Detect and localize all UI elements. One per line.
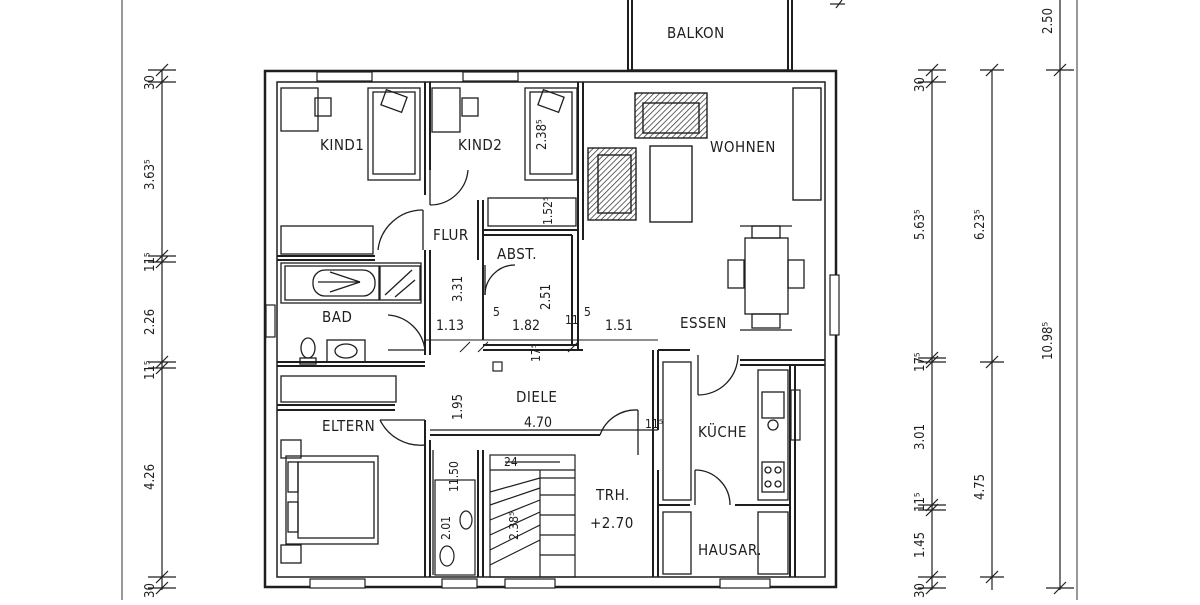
room-label-kind2: KIND2	[458, 136, 502, 154]
dim-kind2-238: 2.38⁵	[535, 119, 550, 150]
left-dim-363: 3.63⁵	[143, 159, 158, 190]
diele-details	[430, 361, 658, 431]
right-dim-475: 4.75	[973, 474, 988, 500]
room-label-essen: ESSEN	[680, 314, 727, 332]
dining-table	[727, 225, 805, 331]
right-dim-30-top: 30	[913, 77, 928, 92]
room-label-bad: BAD	[322, 308, 352, 326]
left-dim-30-bottom: 30	[143, 583, 158, 598]
shower-wc	[434, 479, 476, 576]
dimension-row-inner	[425, 339, 658, 353]
left-dimension-chain	[148, 63, 176, 595]
room-label-trh: TRH.	[595, 486, 630, 504]
room-label-wohnen: WOHNEN	[710, 138, 776, 156]
right-dimension-chains	[830, 0, 1074, 595]
dim-abst-152: 1.52⁵	[541, 197, 555, 225]
dim-5a: 5	[493, 305, 500, 319]
diele-width: 4.70	[524, 415, 552, 431]
dim-stair-238: 2.38⁵	[507, 512, 521, 540]
left-dim-226: 2.26	[143, 309, 158, 335]
room-label-eltern: ELTERN	[322, 417, 375, 435]
eltern-furniture	[280, 375, 434, 575]
bathroom-fixtures	[280, 262, 422, 365]
interior-walls	[277, 82, 825, 577]
right-dim-563: 5.63⁵	[913, 209, 928, 240]
right-dim-623: 6.23⁵	[973, 209, 988, 240]
page-border	[121, 0, 1078, 600]
dim-175-inner: 17⁵	[529, 344, 543, 362]
dim-151: 1.51	[605, 318, 633, 334]
right-dim-175: 17⁵	[913, 352, 928, 372]
right-dim-30-bottom: 30	[913, 583, 928, 598]
room-label-abst: ABST.	[497, 245, 537, 263]
dim-flur-331: 3.31	[451, 276, 466, 302]
dim-stair-24: 24	[504, 455, 518, 469]
trh-level: +2.70	[590, 514, 634, 532]
right-dim-250: 2.50	[1041, 8, 1056, 34]
kind2-furniture	[431, 87, 578, 227]
room-label-kueche: KÜCHE	[698, 422, 747, 441]
dim-1150: 11.50	[447, 461, 461, 492]
room-label-diele: DIELE	[516, 388, 557, 406]
room-label-flur: FLUR	[433, 226, 469, 244]
dim-115-kueche: 11⁵	[645, 417, 663, 431]
dim-11: 11	[565, 313, 579, 327]
dim-195: 1.95	[451, 394, 466, 420]
room-label-balkon: BALKON	[667, 24, 725, 42]
left-dim-115-a: 11⁵	[143, 252, 158, 272]
right-dim-115: 11⁵	[913, 492, 928, 512]
staircase	[489, 454, 576, 578]
dim-201: 2.01	[439, 516, 453, 540]
kind1-furniture	[280, 87, 421, 255]
left-dim-30-top: 30	[143, 75, 158, 90]
left-dim-426: 4.26	[143, 464, 158, 490]
dim-113: 1.13	[436, 318, 464, 334]
wohnen-furniture	[587, 87, 822, 223]
right-dim-145: 1.45	[913, 532, 928, 558]
right-dim-1098: 10.98⁵	[1041, 322, 1056, 360]
room-label-hausar: HAUSAR.	[698, 541, 762, 559]
room-label-kind1: KIND1	[320, 136, 364, 154]
doors	[377, 169, 739, 506]
dim-182: 1.82	[512, 318, 540, 334]
dim-abst-251: 2.51	[539, 284, 554, 310]
right-dim-301: 3.01	[913, 424, 928, 450]
dim-5b: 5	[584, 305, 591, 319]
kitchen-fixtures	[662, 361, 789, 575]
left-dim-115-b: 11⁵	[143, 360, 158, 380]
